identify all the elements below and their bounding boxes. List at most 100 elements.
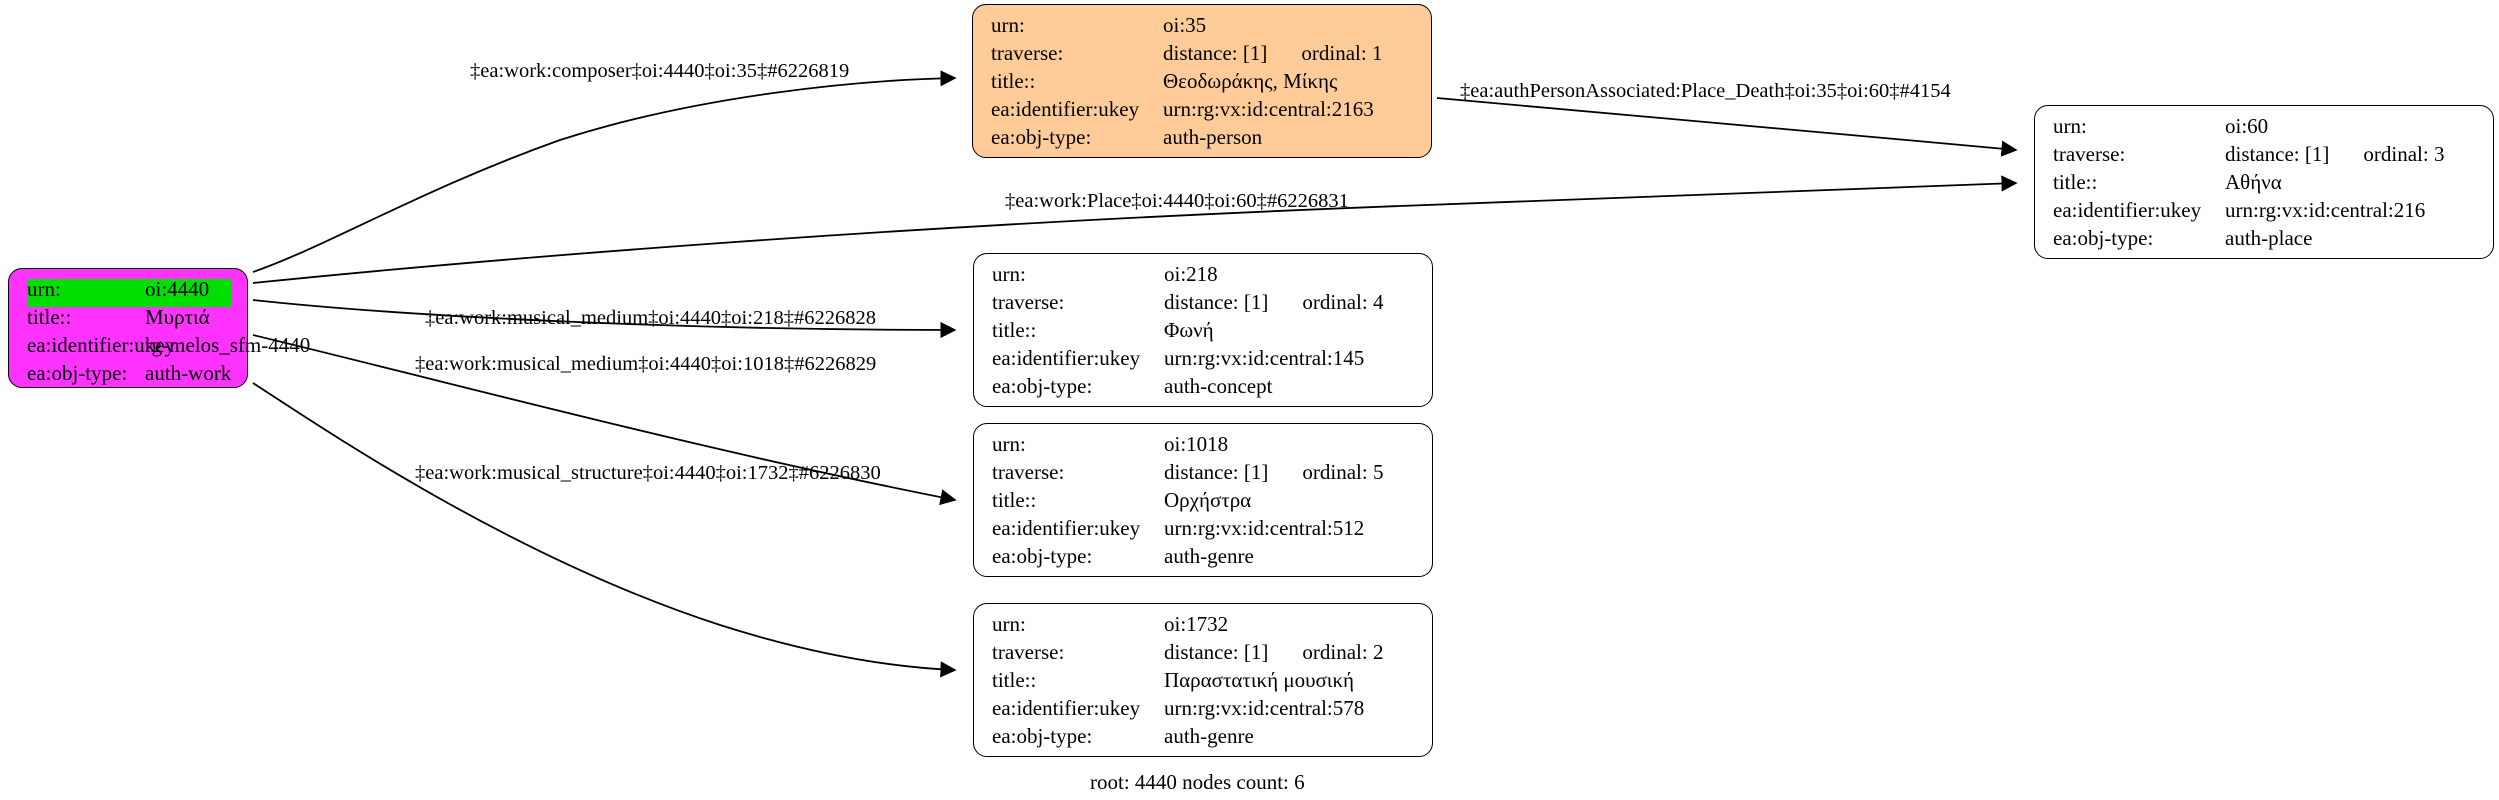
node-field-value-ukey: urn:rg:vx:id:central:216 — [2225, 198, 2426, 222]
node-row-ukey: ea:identifier:ukey urn:rg:vx:id:central:… — [2053, 200, 2477, 228]
node-field-value-urn: oi:218 — [1164, 262, 1218, 286]
node-field-value-ordinal: ordinal: 3 — [2363, 142, 2445, 166]
node-field-label-urn: urn: — [992, 262, 1026, 286]
node-field-value-distance: distance: [1] — [1164, 640, 1269, 664]
node-field-value-objtype: auth-concept — [1164, 374, 1273, 398]
node-row-title: title:: Ορχήστρα — [992, 490, 1416, 518]
node-field-label-objtype: ea:obj-type: — [992, 544, 1093, 568]
node-field-value-title: Παραστατική μουσική — [1164, 668, 1355, 692]
node-field-label-objtype: ea:obj-type: — [992, 374, 1093, 398]
node-row-title: title:: Παραστατική μουσική — [992, 670, 1416, 698]
edge-label-composer: ‡ea:work:composer‡oi:4440‡oi:35‡#6226819 — [470, 60, 850, 82]
node-row-objtype: ea:obj-type: auth-place — [2053, 228, 2477, 256]
node-field-label-objtype: ea:obj-type: — [991, 125, 1092, 149]
node-field-value-ukey: rg-melos_sfm-4440 — [145, 333, 311, 357]
edge-line-medium-1018 — [252, 334, 957, 506]
edge-line-medium-218 — [252, 299, 957, 339]
node-field-label-objtype: ea:obj-type: — [27, 361, 128, 385]
node-field-label-ukey: ea:identifier:ukey — [2053, 198, 2202, 222]
node-field-value-title: Αθήνα — [2225, 170, 2282, 194]
node-row-urn: urn: oi:1732 — [992, 614, 1416, 642]
node-field-value-objtype: auth-genre — [1164, 724, 1254, 748]
node-field-label-objtype: ea:obj-type: — [2053, 226, 2154, 250]
node-field-label-ukey: ea:identifier:ukey — [27, 333, 176, 357]
edge-line-composer — [252, 70, 957, 273]
node-row-objtype: ea:obj-type: auth-genre — [992, 546, 1416, 574]
node-oi-1732[interactable]: urn: oi:1732 traverse: distance: [1] ord… — [973, 603, 1433, 757]
node-oi-60[interactable]: urn: oi:60 traverse: distance: [1] ordin… — [2034, 105, 2494, 259]
node-field-label-ukey: ea:identifier:ukey — [992, 346, 1141, 370]
node-row-ukey: ea:identifier:ukey rg-melos_sfm-4440 — [27, 333, 310, 363]
node-row-urn: urn: oi:35 — [991, 15, 1415, 43]
node-field-label-traverse: traverse: — [992, 640, 1065, 664]
node-row-ukey: ea:identifier:ukey urn:rg:vx:id:central:… — [992, 518, 1416, 546]
node-field-value-urn: oi:1732 — [1164, 612, 1229, 636]
node-field-label-urn: urn: — [2053, 114, 2087, 138]
node-row-traverse: traverse: distance: [1] ordinal: 1 — [991, 43, 1415, 71]
node-oi-35[interactable]: urn: oi:35 traverse: distance: [1] ordin… — [972, 4, 1432, 158]
edge-label-structure: ‡ea:work:musical_structure‡oi:4440‡oi:17… — [415, 462, 881, 484]
edge-line-work-place — [252, 175, 2018, 284]
node-row-traverse: traverse: distance: [1] ordinal: 2 — [992, 642, 1416, 670]
node-field-label-ukey: ea:identifier:ukey — [992, 696, 1141, 720]
node-row-title: title:: Αθήνα — [2053, 172, 2477, 200]
node-field-label-title: title:: — [992, 318, 1037, 342]
node-oi-218[interactable]: urn: oi:218 traverse: distance: [1] ordi… — [973, 253, 1433, 407]
node-field-value-ukey: urn:rg:vx:id:central:512 — [1164, 516, 1365, 540]
node-field-label-traverse: traverse: — [991, 41, 1064, 65]
node-row-title: title:: Θεοδωράκης, Μίκης — [991, 71, 1415, 99]
node-field-label-traverse: traverse: — [992, 290, 1065, 314]
node-field-value-ukey: urn:rg:vx:id:central:145 — [1164, 346, 1365, 370]
edge-line-place-death — [1436, 97, 2018, 157]
node-field-label-ukey: ea:identifier:ukey — [992, 516, 1141, 540]
node-field-label-urn: urn: — [992, 432, 1026, 456]
node-field-value-title: Φωνή — [1164, 318, 1214, 342]
node-field-value-ordinal: ordinal: 4 — [1302, 290, 1384, 314]
node-row-title: title:: Μυρτιά — [27, 307, 231, 335]
node-row-traverse: traverse: distance: [1] ordinal: 3 — [2053, 144, 2477, 172]
edge-line-structure — [252, 382, 957, 678]
node-field-label-traverse: traverse: — [2053, 142, 2126, 166]
edge-label-work-place: ‡ea:work:Place‡oi:4440‡oi:60‡#6226831 — [1005, 190, 1349, 212]
node-field-value-objtype: auth-genre — [1164, 544, 1254, 568]
node-field-label-title: title:: — [992, 488, 1037, 512]
node-field-label-ukey: ea:identifier:ukey — [991, 97, 1140, 121]
node-field-value-objtype: auth-person — [1163, 125, 1263, 149]
node-field-value-ordinal: ordinal: 5 — [1302, 460, 1384, 484]
node-field-value-distance: distance: [1] — [1163, 41, 1268, 65]
node-field-label-title: title:: — [27, 305, 72, 329]
node-row-objtype: ea:obj-type: auth-person — [991, 127, 1415, 155]
edge-label-place-death: ‡ea:authPersonAssociated:Place_Death‡oi:… — [1460, 80, 1951, 102]
node-field-value-ordinal: ordinal: 2 — [1302, 640, 1384, 664]
node-field-label-urn: urn: — [991, 13, 1025, 37]
node-field-label-title: title:: — [991, 69, 1036, 93]
node-row-urn: urn: oi:4440 — [27, 279, 231, 307]
node-row-ukey: ea:identifier:ukey urn:rg:vx:id:central:… — [991, 99, 1415, 127]
node-row-ukey: ea:identifier:ukey urn:rg:vx:id:central:… — [992, 348, 1416, 376]
graph-footer-caption: root: 4440 nodes count: 6 — [1090, 770, 1305, 794]
node-field-value-urn: oi:60 — [2225, 114, 2269, 138]
node-field-value-urn: oi:35 — [1163, 13, 1207, 37]
node-field-value-distance: distance: [1] — [2225, 142, 2330, 166]
node-field-label-urn: urn: — [27, 279, 145, 300]
node-field-value-ukey: urn:rg:vx:id:central:578 — [1164, 696, 1365, 720]
node-field-value-objtype: auth-work — [145, 361, 232, 385]
node-row-traverse: traverse: distance: [1] ordinal: 4 — [992, 292, 1416, 320]
node-oi-4440-root[interactable]: urn: oi:4440 title:: Μυρτιά ea:identifie… — [8, 268, 310, 391]
node-row-ukey: ea:identifier:ukey urn:rg:vx:id:central:… — [992, 698, 1416, 726]
node-field-value-title: Θεοδωράκης, Μίκης — [1163, 69, 1338, 93]
node-row-title: title:: Φωνή — [992, 320, 1416, 348]
node-field-value-objtype: auth-place — [2225, 226, 2313, 250]
node-row-objtype: ea:obj-type: auth-work — [27, 363, 231, 391]
node-row-traverse: traverse: distance: [1] ordinal: 5 — [992, 462, 1416, 490]
node-field-value-urn: oi:4440 — [145, 277, 210, 301]
node-row-urn: urn: oi:60 — [2053, 116, 2477, 144]
node-row-objtype: ea:obj-type: auth-genre — [992, 726, 1416, 754]
node-field-label-objtype: ea:obj-type: — [992, 724, 1093, 748]
edge-label-medium-218: ‡ea:work:musical_medium‡oi:4440‡oi:218‡#… — [425, 307, 876, 329]
node-field-value-title: Ορχήστρα — [1164, 488, 1252, 512]
node-field-label-traverse: traverse: — [992, 460, 1065, 484]
node-oi-1018[interactable]: urn: oi:1018 traverse: distance: [1] ord… — [973, 423, 1433, 577]
node-row-objtype: ea:obj-type: auth-concept — [992, 376, 1416, 404]
